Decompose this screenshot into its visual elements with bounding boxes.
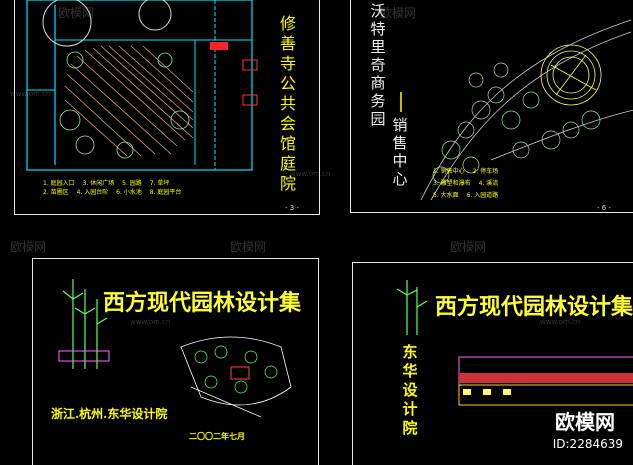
- vertical-title: 修善寺公共会馆庭院: [279, 14, 296, 193]
- elevation-drawing: [458, 356, 633, 406]
- watermark-site: www.om.cn: [10, 90, 51, 98]
- legend-item: 4. 溪流: [478, 180, 499, 187]
- legend-item: 7. 草坪: [149, 180, 170, 187]
- watermark-site: www.om.cn: [290, 170, 331, 178]
- site-plan-thumbnail: [180, 336, 292, 418]
- site-plan-drawing-2: [400, 19, 633, 201]
- bamboo-illustration: [58, 279, 110, 369]
- drawing-panel-siteplan-1: 修善寺公共会馆庭院 1. 庭园入口 3. 休闲广场 5. 园路 7. 草坪 2.…: [14, 0, 320, 215]
- cover-panel-1: 西方现代园林设计集 浙江.杭州.东华设计院 二〇〇二年七月: [32, 258, 319, 465]
- page-number: - 3 -: [285, 204, 299, 212]
- brand-logo-text: 欧模网: [555, 410, 615, 434]
- watermark-site: www.om.cn: [540, 318, 581, 326]
- site-plan-drawing-1: [26, 0, 258, 171]
- legend-item: 5. 园路: [122, 180, 142, 187]
- cover-panel-2: 西方现代园林设计集 东华设计院: [352, 262, 633, 465]
- legend-block: 1. 庭园入口 3. 休闲广场 5. 园路 7. 草坪 2. 苗圃区 4. 入园…: [43, 178, 273, 196]
- legend-item: 6. 入园道路: [466, 192, 499, 199]
- page-number: - 6 -: [597, 204, 611, 212]
- date-line: 二〇〇二年七月: [189, 431, 245, 441]
- cover-title: 西方现代园林设计集: [435, 294, 633, 320]
- legend-item: 2. 停车场: [472, 168, 499, 175]
- legend-block: 1. 销售中心 2. 停车场 3. 雕塑和瀑布 4. 溪流 5. 大水面 6. …: [433, 166, 603, 202]
- legend-item: 4. 入园台阶: [76, 189, 109, 196]
- drawing-panel-siteplan-2: 沃特里奇商务园 销售中心 1. 销售中心 2. 停车场 3. 雕塑和瀑布 4. …: [350, 0, 633, 213]
- legend-item: 1. 销售中心: [433, 168, 465, 175]
- watermark: 欧模网: [10, 240, 47, 254]
- legend-item: 3. 雕塑和瀑布: [433, 180, 471, 187]
- legend-item: 1. 庭园入口: [43, 180, 75, 187]
- legend-item: 3. 休闲广场: [82, 180, 115, 187]
- vertical-subtitle: 销售中心: [392, 116, 408, 188]
- watermark: 欧模网: [58, 6, 95, 20]
- watermark: 欧模网: [450, 240, 487, 254]
- watermark: 欧模网: [230, 240, 267, 254]
- legend-item: 5. 大水面: [433, 192, 459, 199]
- cover-title: 西方现代园林设计集: [103, 290, 302, 316]
- brand-id: ID:2284639: [552, 437, 623, 451]
- legend-item: 2. 苗圃区: [43, 189, 69, 196]
- legend-item: 6. 小水池: [116, 189, 142, 196]
- legend-item: 8. 庭园平台: [149, 189, 182, 196]
- author-line: 浙江.杭州.东华设计院: [51, 407, 168, 421]
- watermark-site: www.om.cn: [130, 318, 171, 326]
- bamboo-illustration: [396, 280, 428, 335]
- watermark: 欧模网: [380, 6, 417, 20]
- vertical-org-name: 东华设计院: [402, 343, 418, 437]
- vertical-title: 沃特里奇商务园: [370, 2, 386, 128]
